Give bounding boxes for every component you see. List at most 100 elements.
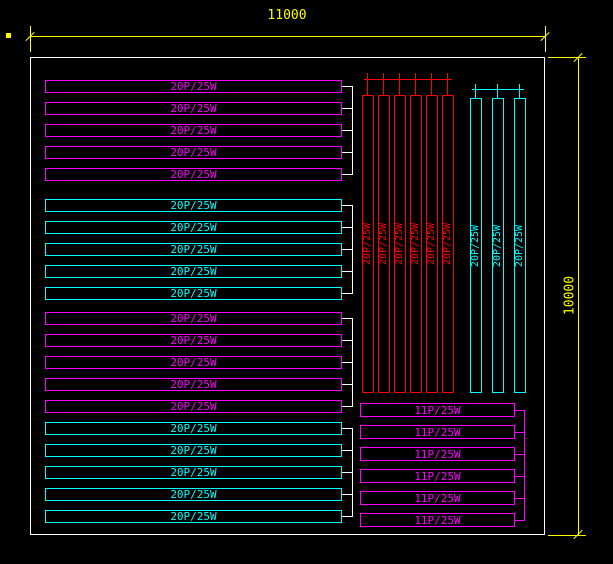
connector-stub [342, 205, 352, 206]
rack-bar: 11P/25W [360, 425, 515, 439]
rack-bar: 20P/25W [45, 265, 342, 278]
rack-bar: 20P/25W [45, 146, 342, 159]
rack-bar: 20P/25W [45, 124, 342, 137]
connector-stub [342, 174, 352, 175]
connector-stub [342, 406, 352, 407]
riser-stub [519, 84, 520, 98]
connector-stub [342, 318, 352, 319]
connector-trunk [524, 410, 525, 521]
dim-ext-right-top [548, 57, 586, 58]
rack-bar-vertical [442, 95, 454, 393]
dim-line-top [30, 36, 545, 37]
connector-stub [342, 340, 352, 341]
connector-stub [342, 152, 352, 153]
riser-stub [415, 73, 416, 95]
rack-bar-label: 20P/25W [170, 510, 217, 523]
rack-bar-label: 20P/25W [170, 444, 217, 457]
rack-bar-vertical-label: 20P/25W [470, 224, 481, 268]
rack-bar: 20P/25W [45, 334, 342, 347]
connector-stub [515, 520, 524, 521]
rack-bar: 20P/25W [45, 80, 342, 93]
rack-bar: 11P/25W [360, 403, 515, 417]
rack-bar: 20P/25W [45, 102, 342, 115]
rack-bar-label: 11P/25W [414, 469, 461, 483]
connector-trunk [352, 318, 353, 407]
rack-bar: 20P/25W [45, 199, 342, 212]
connector-stub [342, 516, 352, 517]
rack-bar-label: 20P/25W [170, 243, 217, 256]
rack-bar: 11P/25W [360, 447, 515, 461]
rack-bar-label: 20P/25W [170, 287, 217, 300]
connector-stub [342, 494, 352, 495]
rack-bar-vertical-label: 20P/25W [514, 224, 525, 268]
connector-stub [342, 130, 352, 131]
rack-bar-label: 20P/25W [170, 378, 217, 391]
rack-bar-vertical-label: 20P/25W [394, 222, 405, 266]
connector-trunk [352, 205, 353, 294]
rack-bar: 20P/25W [45, 356, 342, 369]
drawing-border [30, 57, 545, 535]
rack-bar-label: 11P/25W [414, 425, 461, 439]
rack-bar-vertical [394, 95, 406, 393]
riser-bus [364, 79, 452, 80]
connector-trunk [352, 428, 353, 517]
rack-bar-label: 20P/25W [170, 80, 217, 93]
riser-bus [472, 89, 524, 90]
rack-bar: 20P/25W [45, 378, 342, 391]
riser-stub [367, 73, 368, 95]
connector-stub [342, 362, 352, 363]
riser-stub [383, 73, 384, 95]
rack-bar-vertical [378, 95, 390, 393]
riser-stub [475, 84, 476, 98]
rack-bar: 20P/25W [45, 510, 342, 523]
rack-bar-label: 20P/25W [170, 400, 217, 413]
connector-stub [342, 227, 352, 228]
rack-bar-label: 20P/25W [170, 466, 217, 479]
rack-bar-vertical-label: 20P/25W [492, 224, 503, 268]
connector-stub [342, 271, 352, 272]
connector-stub [515, 476, 524, 477]
rack-bar-label: 20P/25W [170, 102, 217, 115]
rack-bar-label: 20P/25W [170, 265, 217, 278]
rack-bar-label: 20P/25W [170, 312, 217, 325]
connector-stub [342, 450, 352, 451]
rack-bar: 20P/25W [45, 444, 342, 457]
dim-ext-top-left [30, 26, 31, 52]
connector-stub [515, 410, 524, 411]
connector-stub [342, 472, 352, 473]
connector-stub [515, 454, 524, 455]
rack-bar: 11P/25W [360, 513, 515, 527]
rack-bar-vertical [362, 95, 374, 393]
rack-bar: 20P/25W [45, 243, 342, 256]
rack-bar: 20P/25W [45, 287, 342, 300]
rack-bar-label: 20P/25W [170, 146, 217, 159]
rack-bar-label: 11P/25W [414, 447, 461, 461]
connector-stub [342, 108, 352, 109]
rack-bar-vertical [410, 95, 422, 393]
rack-bar-label: 20P/25W [170, 488, 217, 501]
rack-bar-label: 20P/25W [170, 168, 217, 181]
rack-bar-vertical-label: 20P/25W [378, 222, 389, 266]
rack-bar: 20P/25W [45, 168, 342, 181]
riser-stub [497, 84, 498, 98]
connector-stub [342, 249, 352, 250]
rack-bar: 20P/25W [45, 466, 342, 479]
riser-stub [447, 73, 448, 95]
grip-point [6, 33, 11, 38]
rack-bar-vertical [470, 98, 482, 393]
dim-ext-top-right [545, 26, 546, 52]
rack-bar-label: 20P/25W [170, 199, 217, 212]
riser-stub [431, 73, 432, 95]
dim-top-label: 11000 [267, 8, 307, 23]
rack-bar-vertical-label: 20P/25W [362, 222, 373, 266]
rack-bar-vertical-label: 20P/25W [442, 222, 453, 266]
rack-bar-label: 11P/25W [414, 491, 461, 505]
rack-bar: 20P/25W [45, 400, 342, 413]
rack-bar: 20P/25W [45, 312, 342, 325]
rack-bar-label: 20P/25W [170, 124, 217, 137]
rack-bar-label: 11P/25W [414, 513, 461, 527]
rack-bar-vertical-label: 20P/25W [410, 222, 421, 266]
riser-stub [399, 73, 400, 95]
connector-stub [515, 498, 524, 499]
